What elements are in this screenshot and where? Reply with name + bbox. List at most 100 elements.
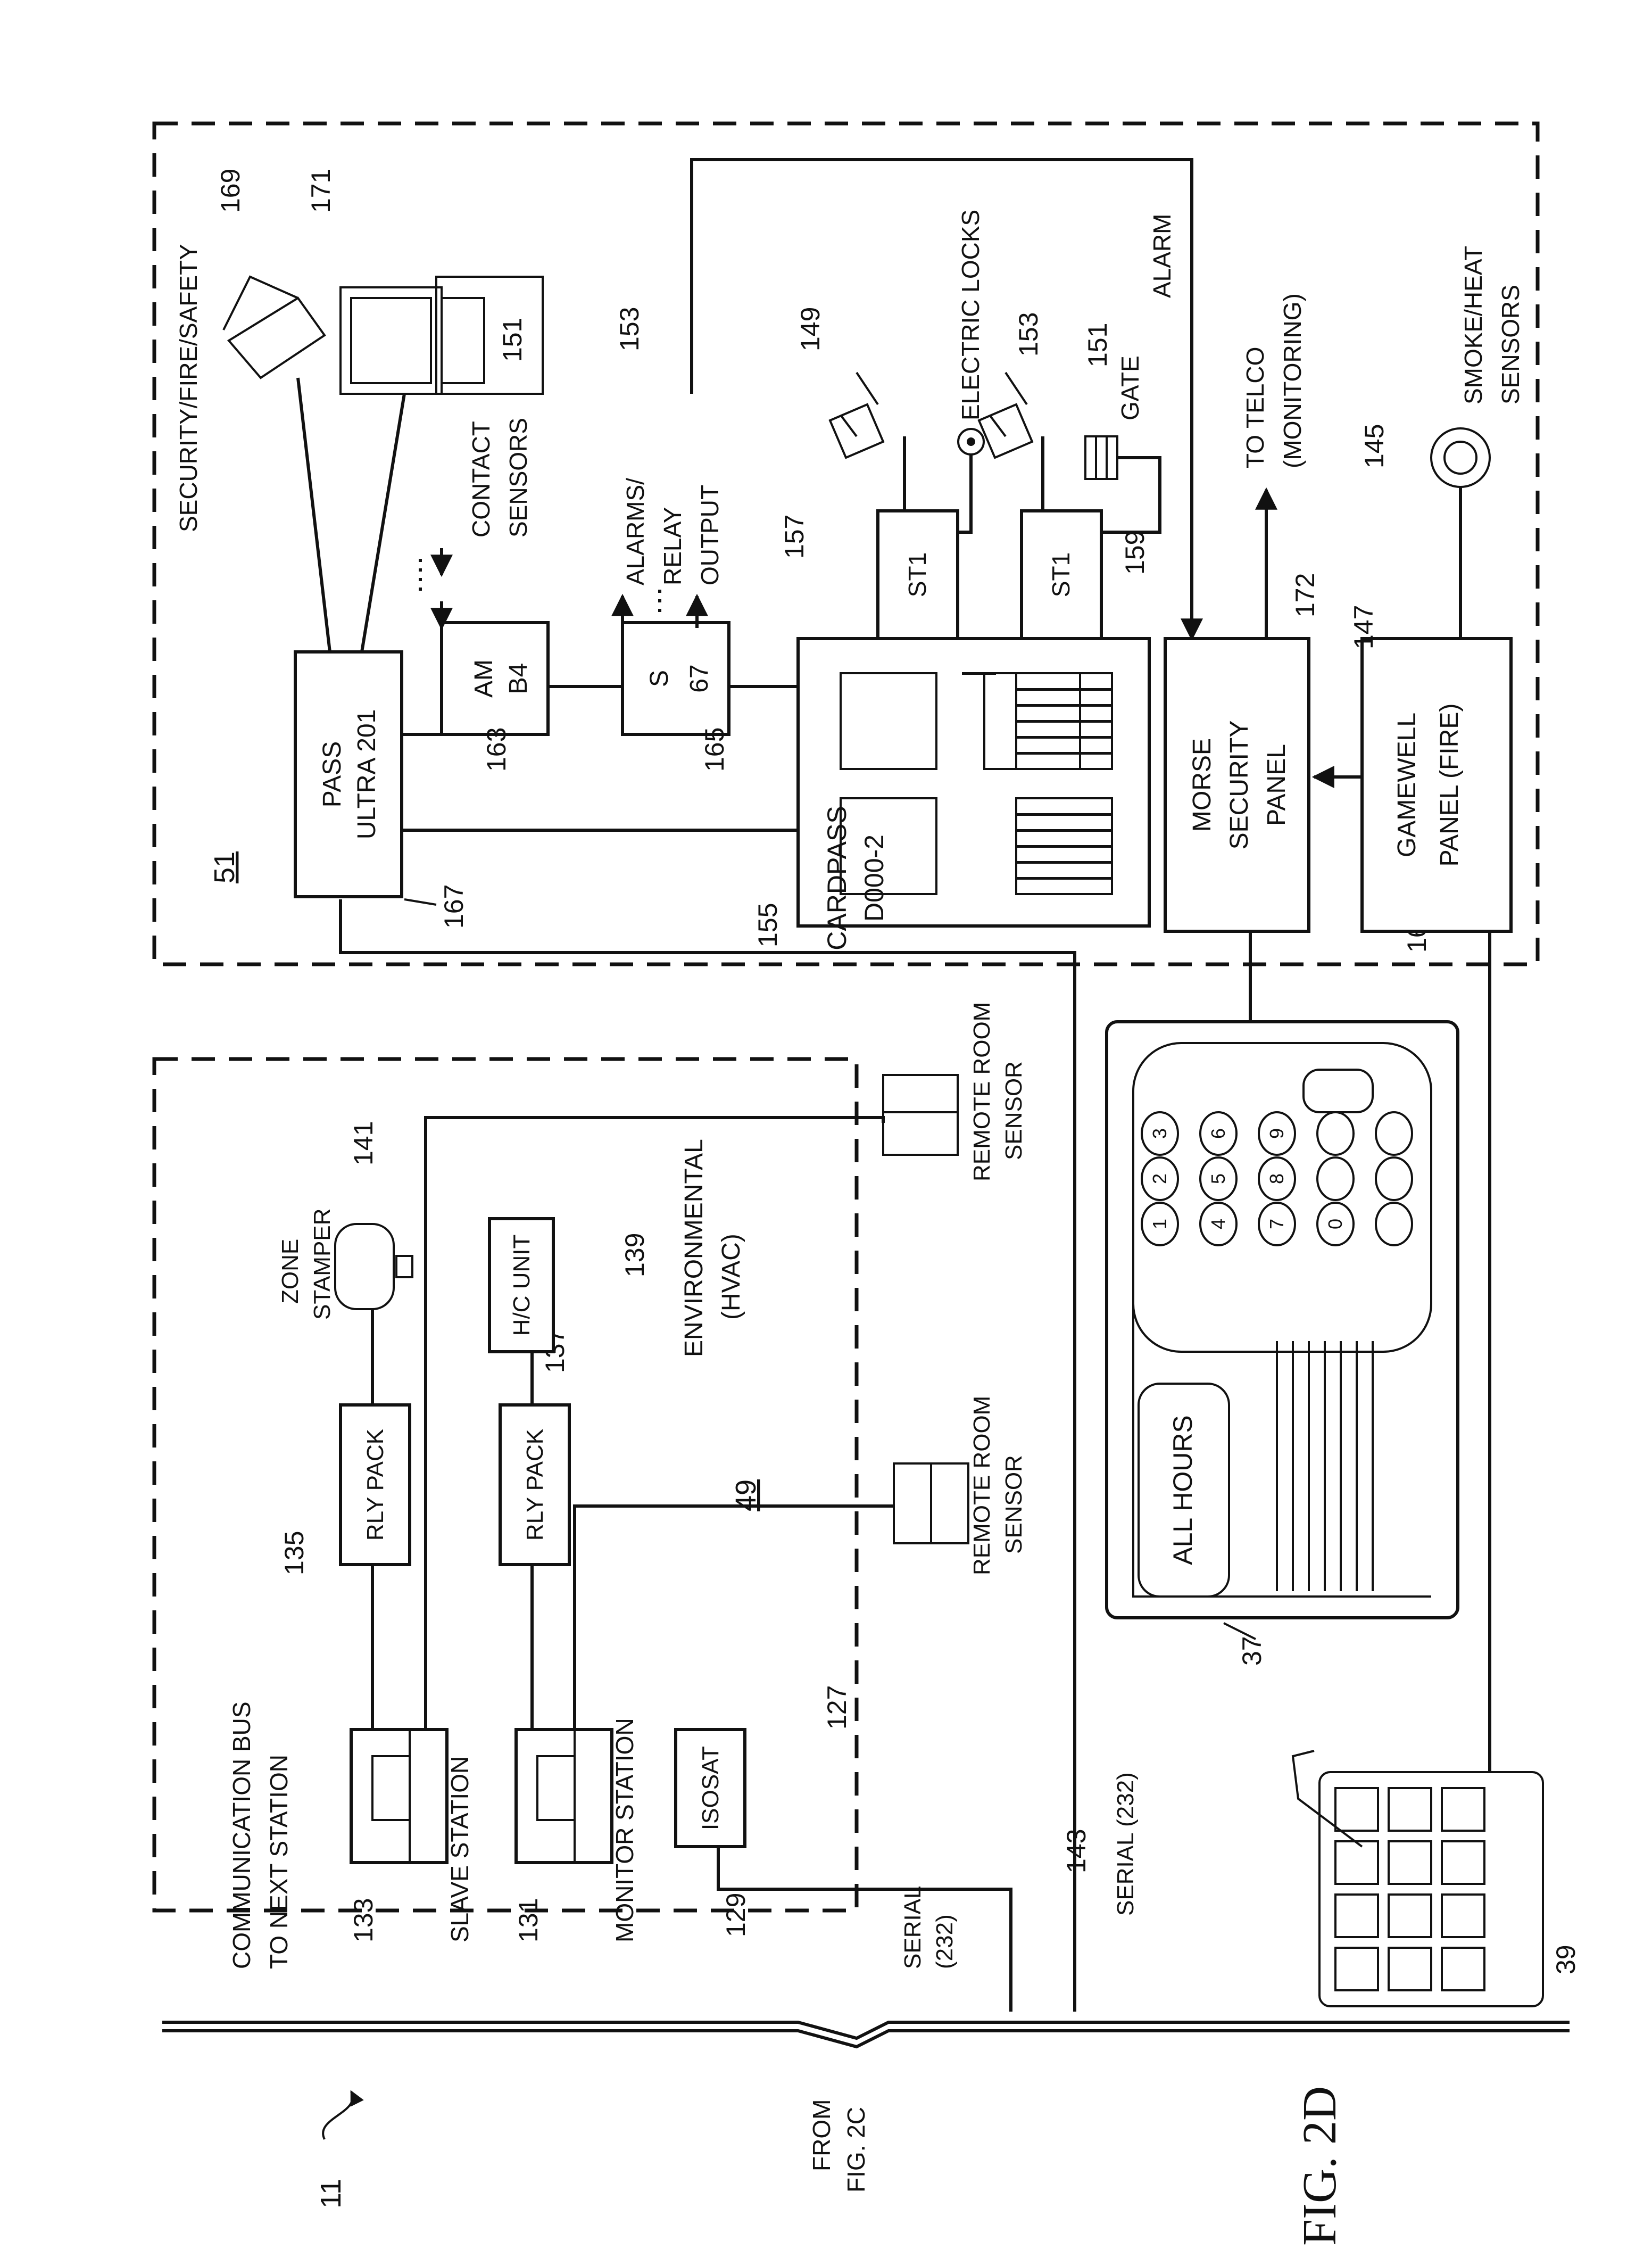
alarms-relay-label: ALARMS/ RELAY OUTPUT: [621, 478, 724, 585]
pass-ultra-box: PASS ULTRA 201: [294, 650, 403, 898]
zone-stamper-label: ZONE STAMPER: [277, 1209, 335, 1320]
svg-text:1: 1: [1149, 1219, 1170, 1229]
svg-text:ENVIRONMENTAL: ENVIRONMENTAL: [680, 1139, 708, 1357]
relay-pack-1-box: RLY PACK: [339, 1403, 411, 1566]
st1-b-box: ST1: [1020, 509, 1103, 640]
computer-icon: [339, 276, 544, 395]
svg-text:S: S: [645, 670, 674, 687]
svg-text:ISOSAT: ISOSAT: [698, 1746, 724, 1830]
printer-ref: 169: [215, 169, 245, 213]
svg-text:TO TELCO: TO TELCO: [1241, 347, 1269, 468]
serial-b-label: SERIAL (232): [1113, 1772, 1139, 1916]
svg-text:MORSE: MORSE: [1188, 738, 1216, 832]
isosat-box: ISOSAT: [674, 1728, 746, 1848]
environmental-region-border: [152, 1057, 859, 1913]
smoke-heat-label: SMOKE/HEAT SENSORS: [1459, 246, 1524, 404]
svg-text:D000-2: D000-2: [859, 834, 889, 922]
svg-text:H/C UNIT: H/C UNIT: [509, 1235, 535, 1336]
svg-text:FROM: FROM: [808, 2099, 835, 2171]
environmental-header: ENVIRONMENTAL (HVAC): [680, 1139, 745, 1357]
serial-b-ref: 143: [1061, 1829, 1091, 1873]
svg-text:ULTRA 201: ULTRA 201: [353, 709, 381, 840]
sheet-break-line: [162, 2021, 1570, 2040]
svg-text:RLY PACK: RLY PACK: [362, 1429, 388, 1541]
svg-text:SENSORS: SENSORS: [1497, 285, 1524, 404]
svg-text:REMOTE ROOM: REMOTE ROOM: [969, 1002, 995, 1181]
cardpass-box: CARDPASS D000-2: [796, 637, 1151, 950]
remote-room-sensor-1-label: REMOTE ROOM SENSOR: [969, 1002, 1027, 1181]
relay-pack-1-ref: 135: [279, 1531, 309, 1575]
hc-unit-ref: 139: [620, 1233, 650, 1277]
svg-text:RELAY: RELAY: [659, 507, 686, 585]
security-region-ref: 51: [209, 851, 240, 883]
slave-station-ref: 133: [348, 1898, 378, 1942]
svg-text:SECURITY/FIRE/SAFETY: SECURITY/FIRE/SAFETY: [175, 244, 202, 532]
svg-text:RLY PACK: RLY PACK: [522, 1429, 548, 1541]
remote-room-sensor-2-label: REMOTE ROOM SENSOR: [969, 1396, 1027, 1575]
cardpass-ref: 155: [753, 903, 783, 947]
svg-text:9: 9: [1266, 1128, 1288, 1139]
sheet-break-line-2: [162, 2029, 1570, 2049]
st1-a-ref: 157: [779, 515, 809, 559]
smoke-heat-sensor-icon: [1430, 427, 1491, 488]
serial-a-ref: 127: [822, 1685, 852, 1730]
reader-1-ref: 149: [795, 307, 825, 351]
gate-label: GATE: [1116, 355, 1144, 420]
svg-text:ST1: ST1: [1047, 552, 1075, 597]
svg-text:(MONITORING): (MONITORING): [1279, 293, 1306, 468]
svg-text:REMOTE ROOM: REMOTE ROOM: [969, 1396, 995, 1575]
am-b4-box: AM B4: [440, 621, 550, 736]
telco-label: TO TELCO (MONITORING): [1241, 293, 1306, 468]
numeric-keyboard-icon: [1291, 1750, 1544, 2007]
svg-text:5: 5: [1207, 1173, 1229, 1184]
svg-text:SENSOR: SENSOR: [1001, 1455, 1027, 1554]
svg-text:2: 2: [1149, 1173, 1170, 1184]
svg-text:SENSORS: SENSORS: [504, 418, 532, 537]
svg-text:6: 6: [1207, 1128, 1229, 1139]
keypad-keys: 1 2 3 4 5 6 7 8 9 0: [1141, 1069, 1413, 1246]
s67-ref: 165: [700, 727, 729, 772]
remote-room-sensor-1-icon: [882, 1074, 959, 1156]
zone-stamper-ref: 141: [348, 1121, 378, 1165]
alarms-relay-ref: 153: [615, 307, 644, 351]
svg-text:GAMEWELL: GAMEWELL: [1393, 713, 1421, 857]
svg-text:ALARMS/: ALARMS/: [621, 478, 649, 585]
svg-text:7: 7: [1266, 1219, 1288, 1229]
gamewell-ref: 147: [1349, 605, 1379, 649]
figure-ref: 11: [315, 2179, 347, 2209]
relay-pack-2-box: RLY PACK: [499, 1403, 571, 1566]
from-fig-2c-label: FROM FIG. 2C: [808, 2099, 870, 2193]
zone-stamper-icon: [334, 1223, 413, 1310]
svg-text:SERIAL: SERIAL: [900, 1885, 926, 1969]
monitor-station-label: MONITOR STATION: [611, 1718, 638, 1942]
security-header: SECURITY/FIRE/SAFETY: [175, 244, 202, 532]
remote-room-sensor-2-icon: [893, 1462, 969, 1544]
hc-unit-box: H/C UNIT: [488, 1217, 555, 1353]
svg-text:STAMPER: STAMPER: [309, 1209, 335, 1320]
figure-title: FIG. 2D: [1293, 2086, 1346, 2246]
svg-text:4: 4: [1207, 1219, 1229, 1229]
monitor-station-box: [514, 1728, 613, 1864]
isosat-ref: 129: [721, 1893, 751, 1937]
security-region-border: [152, 121, 1540, 966]
svg-text:ST1: ST1: [903, 552, 931, 597]
svg-text:0: 0: [1324, 1219, 1346, 1229]
svg-text:SENSOR: SENSOR: [1001, 1061, 1027, 1160]
svg-text:SMOKE/HEAT: SMOKE/HEAT: [1459, 246, 1487, 404]
svg-text:(HVAC): (HVAC): [717, 1234, 745, 1320]
svg-text:(232): (232): [932, 1914, 958, 1969]
svg-text:B4: B4: [504, 663, 533, 694]
svg-text:OUTPUT: OUTPUT: [696, 485, 724, 585]
alarm-label: ALARM: [1148, 214, 1176, 298]
s67-box: S 67: [621, 621, 730, 736]
slave-station-box: [350, 1728, 449, 1864]
svg-text:CONTACT: CONTACT: [467, 421, 495, 537]
printer-icon: [222, 275, 326, 379]
gate-ref: 151: [1083, 323, 1113, 367]
pass-ultra-ref: 167: [439, 884, 469, 929]
keyboard-ref: 39: [1551, 1945, 1581, 1974]
gamewell-panel-box: GAMEWELL PANEL (FIRE): [1360, 637, 1513, 933]
am-b4-ref: 163: [482, 727, 511, 772]
computer-ref: 171: [306, 169, 336, 213]
